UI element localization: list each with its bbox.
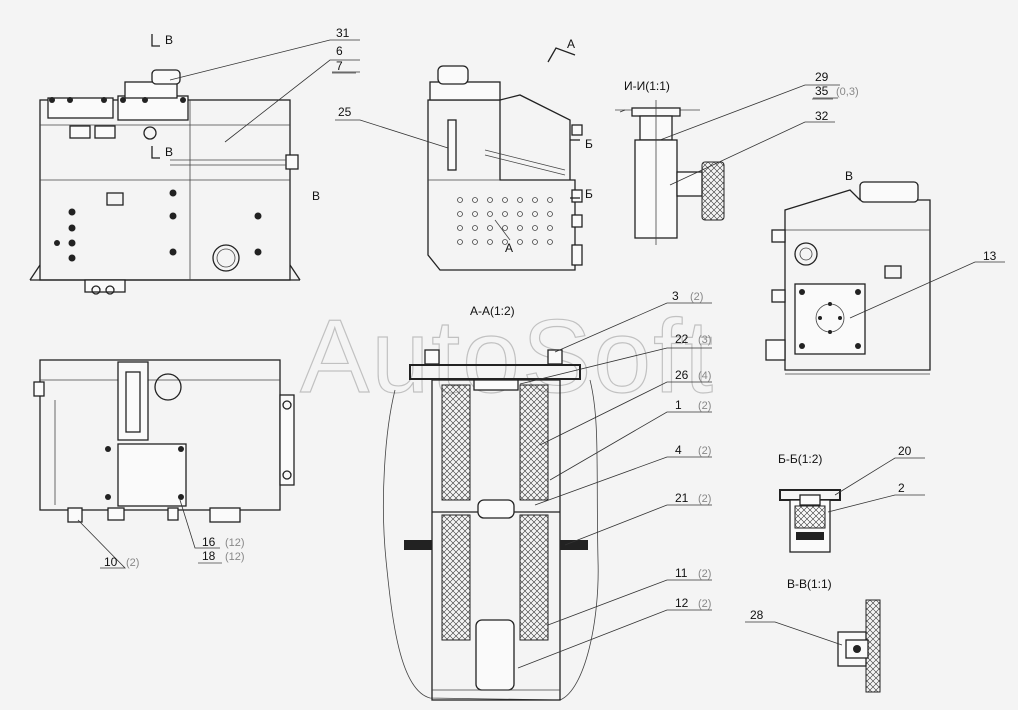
- section-title-aa: А-А(1:2): [470, 304, 515, 318]
- rear-view: [33, 359, 295, 523]
- callout-35: 35: [815, 84, 829, 98]
- section-title-ii: И-И(1:1): [624, 79, 670, 93]
- callout-35-qty: (0,3): [836, 86, 859, 98]
- callout-31: 31: [336, 26, 350, 40]
- callout-6: 6: [336, 44, 343, 58]
- view-letter-b-top: B: [165, 33, 173, 47]
- callout-25: 25: [338, 105, 352, 119]
- callout-10: 10: [104, 555, 118, 569]
- view-letter-b-mid: B: [165, 145, 173, 159]
- callout-16-qty: (12): [225, 537, 245, 549]
- watermark: AutoSoft: [300, 299, 715, 415]
- side-view: [427, 65, 583, 271]
- callout-32: 32: [815, 109, 829, 123]
- callout-12: 12: [675, 596, 689, 610]
- callout-21: 21: [675, 491, 689, 505]
- callout-18: 18: [202, 549, 216, 563]
- callout-7: 7: [336, 59, 343, 73]
- callout-28: 28: [750, 608, 764, 622]
- view-letter-a-mid: A: [505, 241, 513, 255]
- callout-11: 11: [675, 566, 688, 580]
- view-letter-b-right: B: [312, 189, 320, 203]
- callout-22-qty: (3): [698, 334, 711, 346]
- view-v: [765, 181, 931, 375]
- callout-1: 1: [675, 398, 682, 412]
- callout-2: 2: [898, 481, 905, 495]
- callout-12-qty: (2): [698, 598, 711, 610]
- callout-4: 4: [675, 443, 682, 457]
- callout-labels: 31 6 7 25 29 35 (0,3) 32 13 3 (2) 22 (3)…: [104, 26, 997, 622]
- front-view: [29, 69, 301, 295]
- section-titles: И-И(1:1) А-А(1:2) Б-Б(1:2) В-В(1:1): [470, 79, 832, 591]
- view-letter-a-top: A: [567, 37, 575, 51]
- section-vv-view: [837, 599, 881, 693]
- callout-11-qty: (2): [698, 568, 711, 580]
- callout-4-qty: (2): [698, 445, 711, 457]
- callout-22: 22: [675, 332, 689, 346]
- callout-29: 29: [815, 70, 829, 84]
- callout-21-qty: (2): [698, 493, 711, 505]
- callout-3: 3: [672, 289, 679, 303]
- callout-26: 26: [675, 368, 689, 382]
- view-letters: B B B A A Б Б В: [165, 33, 853, 255]
- leader-lines: [77, 39, 1005, 669]
- section-markers: [151, 34, 626, 199]
- callout-26-qty: (4): [698, 370, 711, 382]
- section-bb-view: [779, 489, 841, 553]
- view-letter-b-cyr-1: Б: [585, 137, 593, 151]
- section-title-bb: Б-Б(1:2): [778, 452, 822, 466]
- callout-16: 16: [202, 535, 216, 549]
- view-letter-b-cyr-2: Б: [585, 187, 593, 201]
- callout-3-qty: (2): [690, 291, 703, 303]
- section-title-vv: В-В(1:1): [787, 577, 832, 591]
- callout-18-qty: (12): [225, 551, 245, 563]
- section-ii-view: [615, 100, 725, 245]
- callout-10-qty: (2): [126, 557, 139, 569]
- callout-13: 13: [983, 249, 997, 263]
- callout-20: 20: [898, 444, 912, 458]
- callout-1-qty: (2): [698, 400, 711, 412]
- view-letter-v: В: [845, 169, 853, 183]
- perforation-grid: [457, 197, 553, 245]
- section-aa-view: [383, 349, 599, 701]
